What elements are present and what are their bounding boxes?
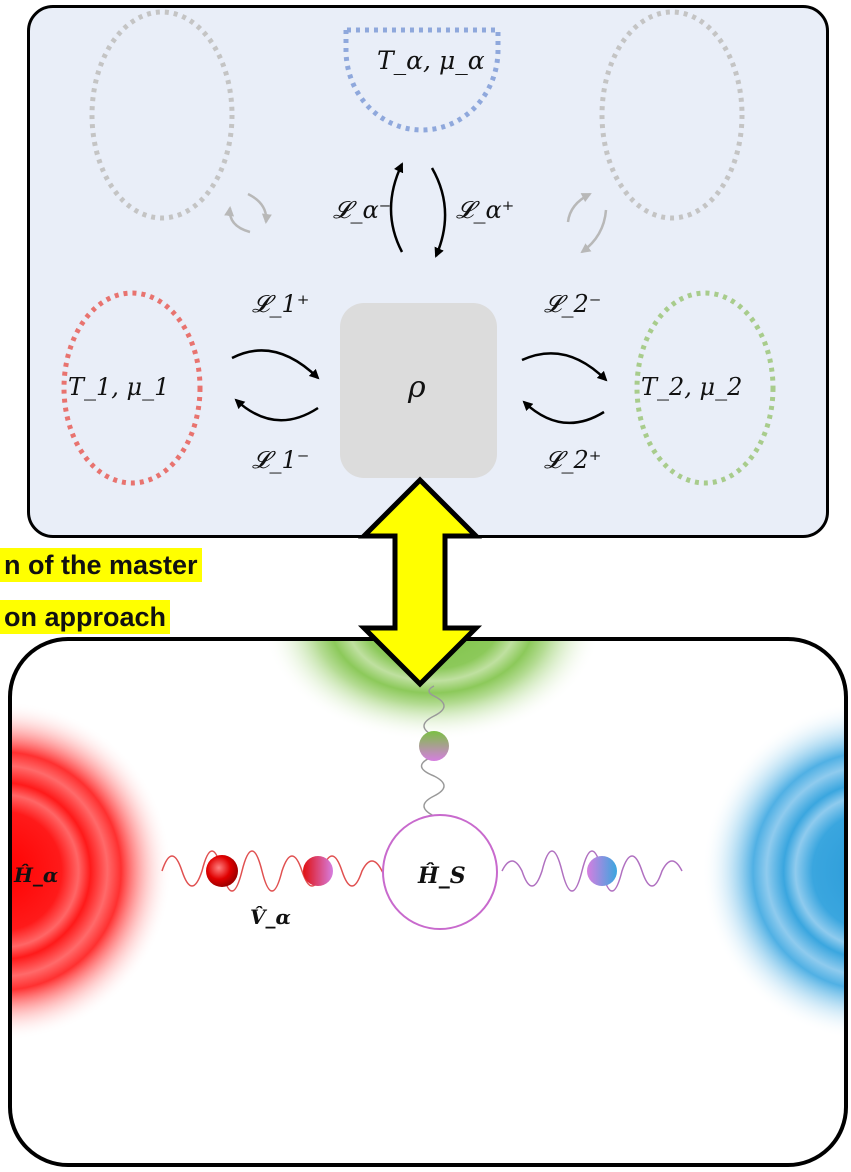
blue-reservoir [702,703,844,1039]
red-reservoir [12,701,172,1041]
particle-red [206,855,238,887]
reservoir-2-label: T_2, μ_2 [641,373,743,401]
reservoir-2-outline [634,290,776,486]
green-reservoir [264,641,600,741]
L1-plus-label: 𝓛_1⁺ [252,290,310,318]
bottom-panel-graphics [12,641,844,1041]
L-alpha-minus-label: 𝓛_α⁻ [333,196,392,224]
particle-red-magenta [303,856,333,886]
L2-plus-label: 𝓛_2⁺ [544,446,602,474]
reservoir-alpha-outline [343,27,501,133]
arrow-L1-minus [234,398,319,422]
faded-reservoir-right [599,9,745,221]
particle-magenta-blue [587,856,617,886]
rho-label: ρ [408,370,426,405]
L2-minus-label: 𝓛_2⁻ [544,290,602,318]
L-alpha-plus-label: 𝓛_α⁺ [456,196,515,224]
physical-picture-panel: Ĥ_α Ĥ_S V̂_α [8,637,848,1167]
L1-minus-label: 𝓛_1⁻ [252,446,310,474]
particle-green-magenta [419,731,449,761]
reservoir-1-label: T_1, μ_1 [68,373,170,401]
H-S-label: Ĥ_S [418,863,466,889]
coupling-left [161,850,393,892]
system-circle [382,814,498,930]
reservoir-1-outline [61,290,203,486]
arrow-L2-plus [522,400,605,425]
H-alpha-label: Ĥ_α [14,863,59,887]
faded-arrow-left-2 [224,206,251,234]
faded-reservoir-left [89,9,235,221]
arrow-L1-plus [231,349,320,380]
caption-line-1: n of the master [0,548,202,582]
arrow-L2-minus [521,352,608,382]
caption-line-2: on approach [0,600,171,634]
system-density-box [340,303,497,478]
faded-arrow-right-1 [566,192,592,223]
arrow-L-alpha-plus [430,167,447,258]
reservoir-alpha-label: T_α, μ_α [377,46,485,75]
faded-arrow-right-2 [580,209,608,254]
faded-arrow-left-1 [247,192,272,224]
arrow-L-alpha-minus [389,162,404,253]
V-alpha-label: V̂_α [250,905,291,929]
coupling-right [501,850,683,892]
